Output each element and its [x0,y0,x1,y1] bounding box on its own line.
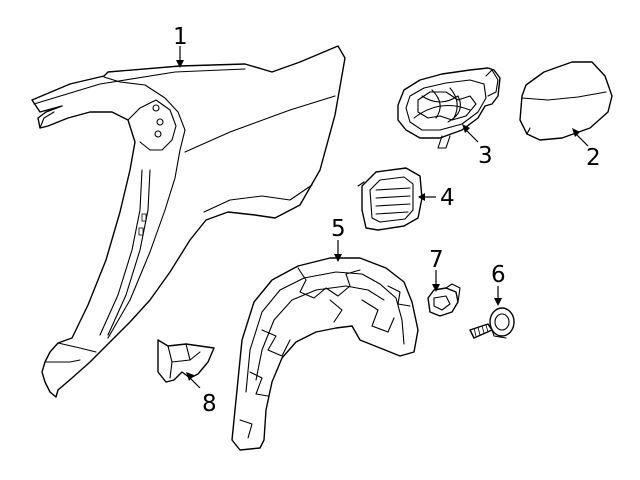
callout-2: 2 [586,145,601,171]
leader-line-3 [462,124,479,143]
vent-part [357,167,423,231]
screw-part [469,307,515,339]
callout-5: 5 [331,216,346,242]
leader-line-2 [572,128,589,147]
callout-4: 4 [440,185,455,211]
leader-line-4 [418,193,436,201]
callout-8: 8 [202,391,217,417]
clip-part [427,283,461,317]
leader-line-1 [176,46,184,68]
fuel-housing-part [397,67,501,149]
fuel-door-part [519,61,613,141]
leader-line-5 [334,240,342,262]
leader-line-7 [432,270,440,292]
bracket-part [157,339,215,383]
leader-line-6 [494,286,502,306]
callout-1: 1 [173,24,188,50]
wheelhouse-liner-part [231,257,419,451]
quarter-panel-part [31,45,346,398]
leader-line-8 [186,372,201,389]
callout-6: 6 [491,262,506,288]
callout-3: 3 [478,143,493,169]
callout-7: 7 [429,247,444,273]
